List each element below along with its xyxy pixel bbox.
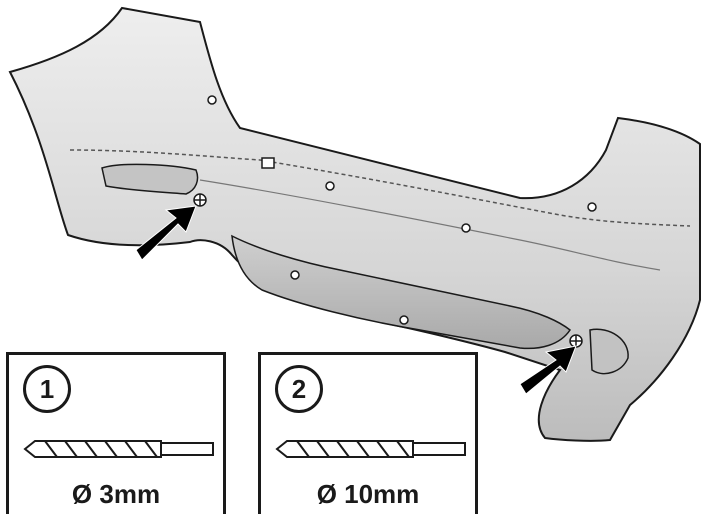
drill-bit-icon — [23, 440, 214, 458]
lower-trim-line — [199, 179, 661, 271]
drill-point-right — [569, 334, 583, 348]
drill-bit-icon — [275, 440, 466, 458]
step-number: 1 — [23, 365, 71, 413]
left-reflector-recess — [101, 163, 199, 195]
drill-size-label: Ø 10mm — [316, 479, 420, 509]
step-number: 2 — [275, 365, 323, 413]
step-1-panel: 1 Ø 3mm — [6, 352, 226, 514]
step-2-panel: 2 Ø 10mm — [258, 352, 478, 514]
mounting-holes — [207, 95, 597, 325]
arrow-left-icon — [135, 205, 197, 261]
lower-diffuser-panel — [231, 234, 572, 350]
drill-size-label: Ø 3mm — [71, 479, 161, 509]
arrow-right-icon — [519, 345, 577, 395]
right-tow-eye-recess — [589, 328, 629, 375]
drill-point-left — [193, 193, 207, 207]
